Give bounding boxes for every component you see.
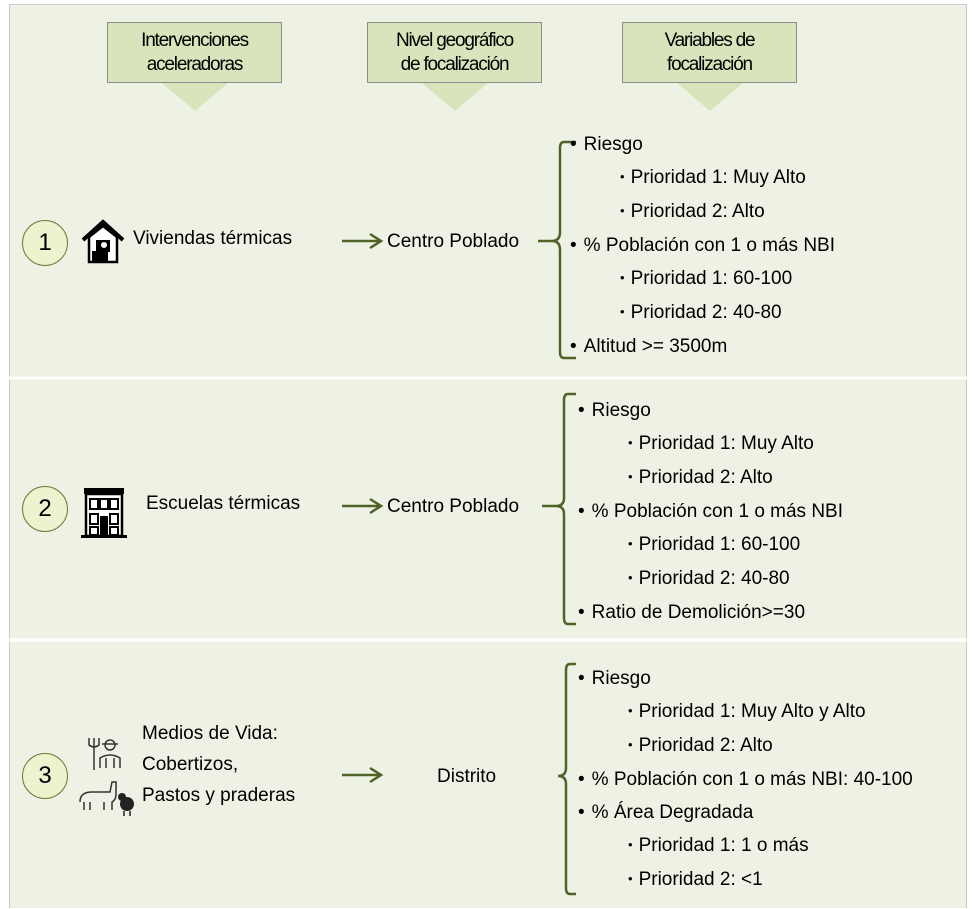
header-geographic-level: Nivel geográfico de focalización: [367, 22, 542, 111]
variable-subitem: Prioridad 1: Muy Alto: [578, 427, 843, 461]
house-icon: [80, 218, 126, 264]
intervention-label-3: Medios de Vida: Cobertizos, Pastos y pra…: [142, 718, 295, 811]
header-interventions-label: Intervenciones aceleradoras: [107, 22, 282, 83]
header-variables: Variables de focalización: [622, 22, 797, 111]
arrow-row1: [342, 232, 384, 250]
variables-list-1: Riesgo Prioridad 1: Muy Alto Prioridad 2…: [570, 128, 835, 363]
level-label-2: Centro Poblado: [387, 496, 520, 517]
farmer-livestock-icon: [76, 736, 138, 830]
variable-subitem: Prioridad 1: Muy Alto y Alto: [578, 695, 913, 729]
variable-subitem: Prioridad 2: Alto: [570, 195, 835, 229]
intervention-line: Medios de Vida:: [142, 723, 278, 744]
variable-item: Altitud >= 3500m: [570, 330, 835, 363]
header-geographic-level-label: Nivel geográfico de focalización: [367, 22, 542, 83]
variable-item: % Población con 1 o más NBI: [578, 495, 843, 528]
variable-item: Ratio de Demolición>=30: [578, 596, 843, 629]
variable-subitem: Prioridad 2: Alto: [578, 729, 913, 763]
step-number-3: 3: [22, 753, 68, 799]
variable-item: % Población con 1 o más NBI: 40-100: [578, 763, 913, 796]
variable-subitem: Prioridad 1: 60-100: [578, 528, 843, 562]
header-down-arrow: [676, 83, 743, 111]
variables-list-3: Riesgo Prioridad 1: Muy Alto y Alto Prio…: [578, 662, 913, 897]
variable-item: Riesgo: [578, 394, 843, 427]
variable-subitem: Prioridad 2: <1: [578, 863, 913, 897]
intervention-line: Cobertizos,: [142, 754, 239, 775]
variable-item: % Área Degradada: [578, 796, 913, 829]
level-label-1: Centro Poblado: [387, 231, 520, 252]
header-interventions: Intervenciones aceleradoras: [107, 22, 282, 111]
variable-subitem: Prioridad 1: 60-100: [570, 262, 835, 296]
school-building-icon: [80, 484, 128, 538]
variable-subitem: Prioridad 2: 40-80: [570, 296, 835, 330]
header-variables-label: Variables de focalización: [622, 22, 797, 83]
variable-subitem: Prioridad 1: 1 o más: [578, 829, 913, 863]
arrow-row2: [342, 497, 384, 515]
brace-row2: [542, 392, 576, 626]
variable-item: % Población con 1 o más NBI: [570, 229, 835, 262]
variables-list-2: Riesgo Prioridad 1: Muy Alto Prioridad 2…: [578, 394, 843, 629]
variable-subitem: Prioridad 2: Alto: [578, 461, 843, 495]
intervention-label-2: Escuelas térmicas: [146, 493, 301, 514]
step-number-2: 2: [22, 486, 68, 532]
variable-subitem: Prioridad 2: 40-80: [578, 562, 843, 596]
intervention-label-1: Viviendas térmicas: [133, 228, 293, 249]
step-number-1: 1: [22, 220, 68, 266]
variable-item: Riesgo: [570, 128, 835, 161]
brace-row3: [557, 662, 576, 896]
brace-row1: [538, 140, 576, 360]
level-label-3: Distrito: [437, 766, 497, 787]
variable-item: Riesgo: [578, 662, 913, 695]
variable-subitem: Prioridad 1: Muy Alto: [570, 161, 835, 195]
header-down-arrow: [421, 83, 488, 111]
intervention-line: Pastos y praderas: [142, 785, 296, 806]
arrow-row3: [342, 766, 384, 784]
header-down-arrow: [161, 83, 228, 111]
